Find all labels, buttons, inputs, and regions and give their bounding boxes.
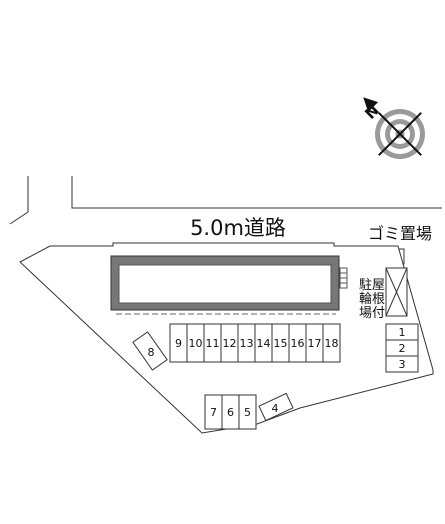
spot-number: 14 <box>257 337 271 350</box>
spot-number: 4 <box>272 402 279 415</box>
parking-row-numbers: 9 10 11 12 13 14 15 16 17 18 <box>175 337 339 350</box>
spot-number: 8 <box>148 346 155 359</box>
compass: N <box>361 97 425 159</box>
bicycle-parking: 駐屋 輪根 場付 <box>359 267 408 321</box>
building <box>110 255 348 315</box>
parking-spot-4 <box>258 392 294 422</box>
parking-spot-8 <box>132 331 168 371</box>
parking-bottom-row <box>204 394 257 430</box>
road-edges <box>9 176 442 225</box>
road-left-edge <box>9 176 29 225</box>
spot-number: 6 <box>227 406 234 419</box>
spot-number: 11 <box>206 337 220 350</box>
spot-number: 15 <box>274 337 288 350</box>
parking-spot <box>238 394 257 430</box>
garbage-area-label: ゴミ置場 <box>368 224 432 243</box>
spot-number: 3 <box>399 358 406 371</box>
parking-spot <box>322 323 341 363</box>
spot-number: 7 <box>210 406 217 419</box>
spot-number: 13 <box>240 337 254 350</box>
parking-row <box>169 323 341 363</box>
spot-number: 17 <box>308 337 322 350</box>
parking-right-column <box>385 323 419 373</box>
bicycle-parking-label-line-1: 駐屋 <box>359 278 385 293</box>
stairs-steps <box>340 272 347 284</box>
building-inner <box>118 264 332 304</box>
spot-number: 16 <box>291 337 305 350</box>
compass-needle <box>363 97 422 156</box>
spot-number: 5 <box>244 406 251 419</box>
spot-number: 2 <box>399 342 406 355</box>
spot-number: 12 <box>223 337 237 350</box>
spot-number: 10 <box>189 337 203 350</box>
road-label: 5.0m道路 <box>190 216 286 240</box>
road-top-edge <box>71 176 442 209</box>
bicycle-parking-label-line-2: 輪根 <box>359 291 385 307</box>
compass-north-letter: N <box>361 101 383 123</box>
bicycle-parking-label-line-3: 場付 <box>359 306 385 321</box>
spot-number: 1 <box>399 326 406 339</box>
parking-spot <box>385 355 419 373</box>
spot-number: 18 <box>325 337 339 350</box>
spot-number: 9 <box>175 337 182 350</box>
